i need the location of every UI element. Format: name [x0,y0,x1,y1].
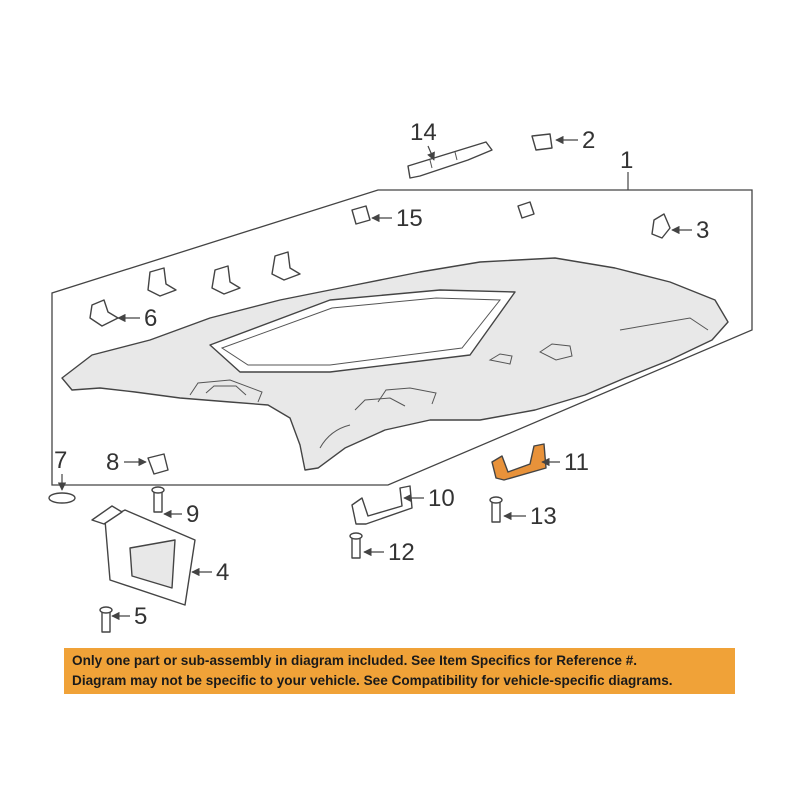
callout-2: 2 [582,127,595,154]
callout-13: 13 [530,503,557,530]
bolt-5 [99,606,113,633]
callout-8: 8 [106,449,119,476]
headliner-clip [271,251,301,281]
callout-12: 12 [388,539,415,566]
callout-9: 9 [186,501,199,528]
bolt-12 [349,532,363,559]
assembly-box [51,189,753,486]
callout-3: 3 [696,217,709,244]
notice-banner: Only one part or sub-assembly in diagram… [64,648,735,694]
grab-handle-10 [351,485,413,525]
headliner-clip [147,267,177,297]
callout-5: 5 [134,603,147,630]
bolt-9 [151,486,165,513]
clip-6 [89,299,119,327]
bolt-13 [489,496,503,523]
callout-15: 15 [396,205,423,232]
grab-handle-11-highlighted [491,443,547,481]
notice-line-2: Diagram may not be specific to your vehi… [72,673,673,688]
sunvisor-4 [91,505,196,606]
callout-4: 4 [216,559,229,586]
clip [517,201,535,219]
notice-line-1: Only one part or sub-assembly in diagram… [72,653,638,668]
clip-2 [531,133,553,151]
callout-10: 10 [428,485,455,512]
bracket-14 [407,141,493,179]
callout-14: 14 [410,119,437,146]
callout-1: 1 [620,147,633,174]
callout-7: 7 [54,447,67,474]
clip-15 [351,205,371,225]
headliner-clip [211,265,241,295]
leader-14 [427,145,435,161]
part-7-pad [48,492,76,504]
callout-6: 6 [144,305,157,332]
headliner-part [61,257,729,471]
clip-3 [651,213,671,239]
part-8-clip [147,453,169,475]
callout-11: 11 [564,449,589,476]
